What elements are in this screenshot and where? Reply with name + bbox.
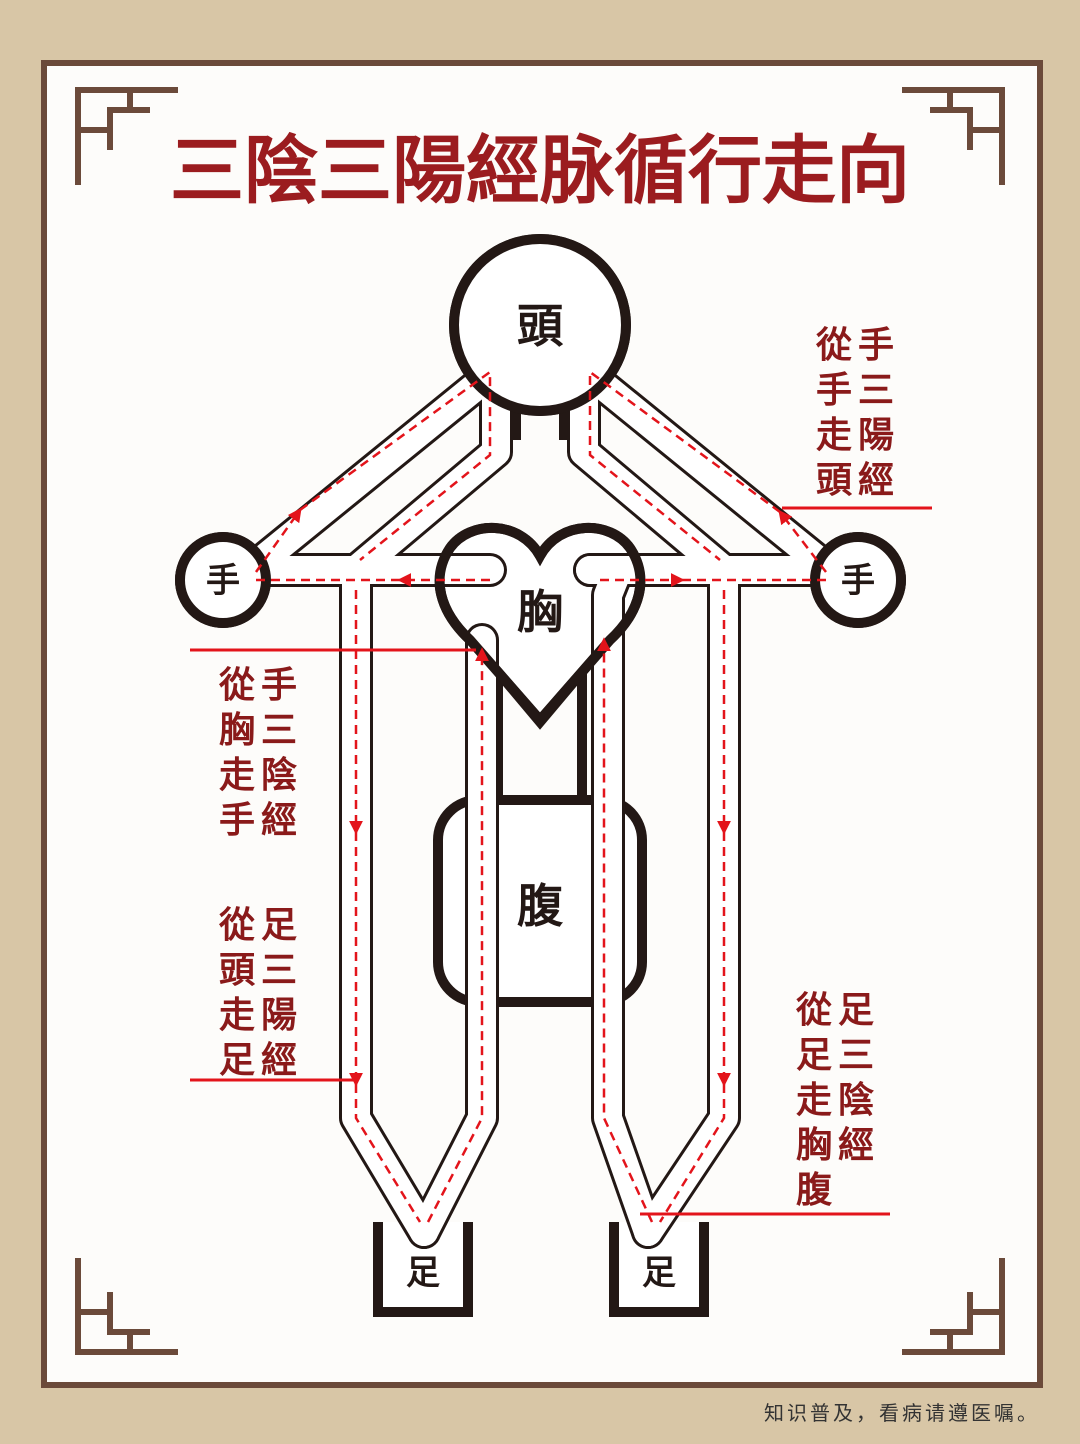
flow-foot-yin-right bbox=[597, 637, 654, 1223]
chest-label: 胸 bbox=[517, 585, 563, 639]
flow-hand-yang-right-2 bbox=[588, 369, 781, 561]
annotation-body: 從胸走手 bbox=[218, 664, 255, 841]
annotation-heading: 足三陽經 bbox=[261, 904, 297, 1081]
corner-ornament-bottom-left bbox=[75, 1258, 178, 1355]
annotation-body: 從足走胸腹 bbox=[795, 989, 833, 1211]
page-title: 三陰三陽經脉循行走向 bbox=[170, 128, 910, 214]
annotation-body: 從手走頭 bbox=[815, 324, 853, 501]
flow-hand-yang-left bbox=[254, 507, 302, 573]
abdomen-label: 腹 bbox=[517, 879, 564, 933]
hand-right-overlay bbox=[810, 532, 906, 628]
corner-ornament-bottom-right bbox=[902, 1258, 1005, 1355]
flow-hand-yang-left-2 bbox=[299, 369, 492, 561]
flow-foot-yang-right-3 bbox=[658, 1084, 726, 1223]
footer-note: 知识普及，看病请遵医嘱。 bbox=[764, 1401, 1040, 1425]
chest-outline-overlay bbox=[434, 523, 646, 728]
corner-ornament-top-left bbox=[75, 87, 178, 185]
annotation-body: 從頭走足 bbox=[218, 904, 256, 1081]
pointer-lines bbox=[190, 506, 932, 1216]
foot-left-label: 足 bbox=[406, 1253, 440, 1293]
annotation-heading: 手三陽經 bbox=[858, 324, 894, 501]
annotation-heading: 足三陰經 bbox=[838, 989, 874, 1166]
hand-left-overlay bbox=[175, 532, 271, 628]
foot-right-label: 足 bbox=[642, 1253, 676, 1293]
hand-left-label: 手 bbox=[206, 561, 240, 601]
head-node-overlay bbox=[449, 234, 631, 416]
foot-left-node bbox=[373, 1222, 473, 1317]
flow-foot-yang-left-3 bbox=[354, 1084, 422, 1223]
flow-hand-yang-right bbox=[778, 509, 827, 573]
hand-right-label: 手 bbox=[841, 561, 875, 601]
head-label: 頭 bbox=[517, 299, 564, 353]
flow-lines bbox=[254, 369, 827, 1223]
annotation-heading: 手三陰經 bbox=[261, 664, 297, 841]
corner-ornament-top-right bbox=[902, 87, 1005, 185]
